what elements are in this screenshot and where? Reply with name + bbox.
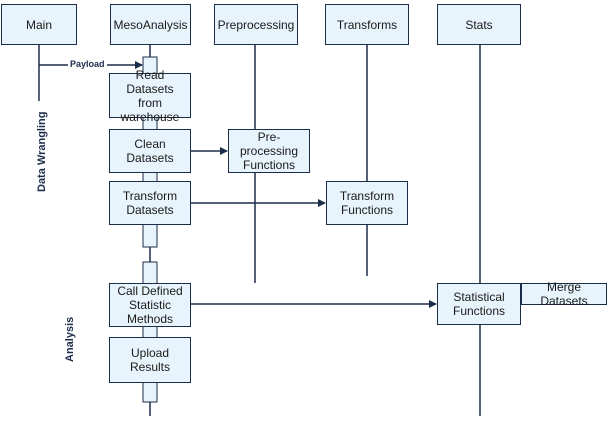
transform-functions-box: Transform Functions: [326, 181, 408, 225]
upload-results-step: Upload Results: [109, 337, 191, 383]
transforms-header: Transforms: [325, 4, 409, 45]
analysis-label: Analysis: [64, 316, 76, 362]
stats-header: Stats: [437, 4, 521, 45]
transform-datasets-step: Transform Datasets: [109, 181, 191, 225]
call-statistic-methods-step: Call Defined Statistic Methods: [109, 283, 191, 327]
statistical-functions-box: Statistical Functions: [437, 283, 521, 325]
preprocessing-functions-box: Pre-processing Functions: [228, 129, 310, 173]
merge-datasets-box: Merge Datasets: [521, 280, 607, 308]
clean-datasets-step: Clean Datasets: [109, 129, 191, 173]
preprocessing-header: Preprocessing: [214, 4, 298, 45]
data-wrangling-label: Data Wrangling: [36, 111, 48, 192]
meso-header: MesoAnalysis: [110, 4, 191, 45]
payload-label: Payload: [68, 58, 107, 70]
main-header: Main: [1, 4, 77, 45]
read-datasets-step: Read Datasets from warehouse: [109, 68, 191, 124]
